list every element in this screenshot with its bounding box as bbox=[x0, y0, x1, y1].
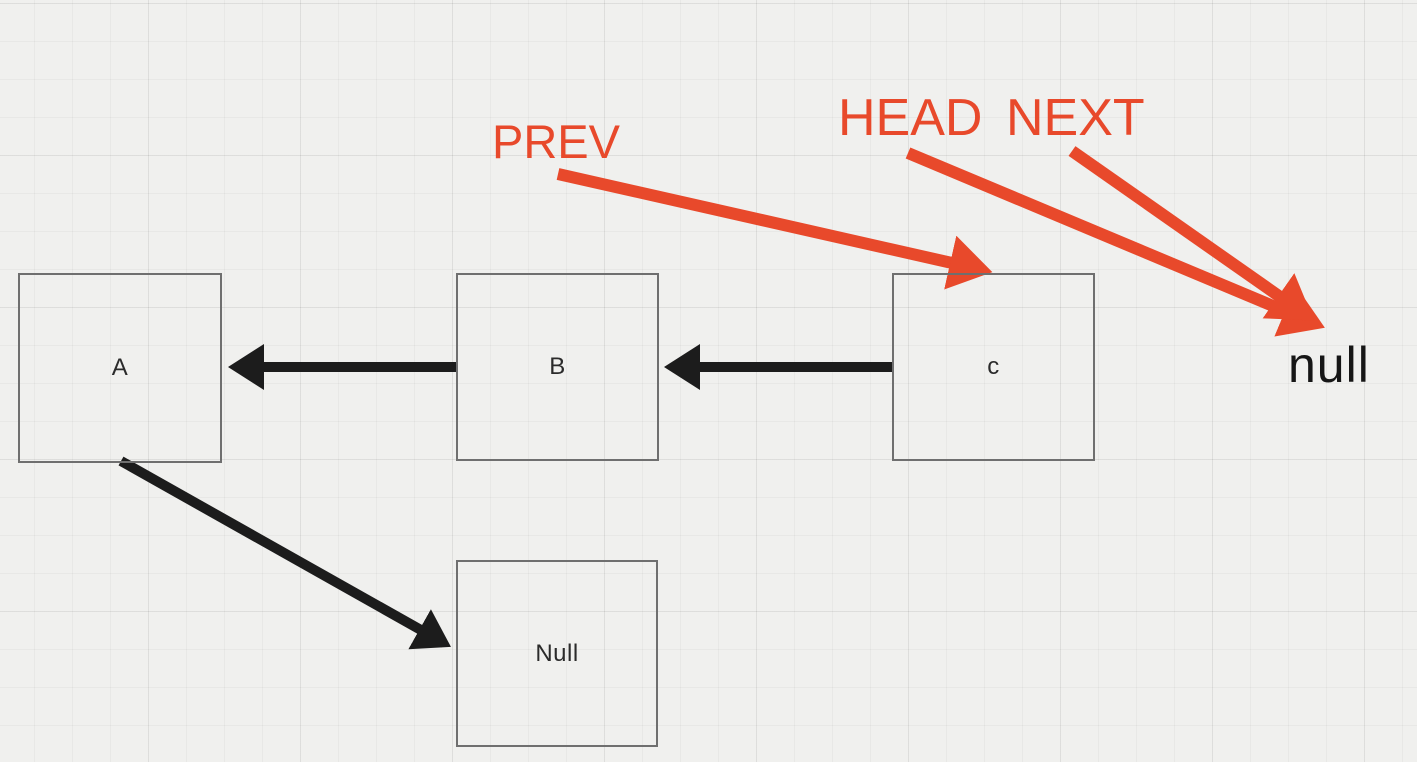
head-pointer-label: HEAD bbox=[838, 89, 983, 147]
null-text: null bbox=[1288, 337, 1370, 393]
node-null: Null bbox=[456, 560, 658, 747]
prev-pointer-label: PREV bbox=[492, 115, 620, 168]
node-b-label: B bbox=[549, 353, 566, 380]
node-a: A bbox=[18, 273, 222, 463]
next-pointer-arrow bbox=[1068, 146, 1314, 321]
node-b: B bbox=[456, 273, 659, 461]
link-arrow-a-to-null bbox=[118, 456, 451, 650]
node-null-label: Null bbox=[535, 639, 579, 667]
prev-pointer-arrow bbox=[556, 168, 993, 290]
node-c: c bbox=[892, 273, 1095, 461]
node-c-label: c bbox=[987, 353, 1000, 380]
node-a-label: A bbox=[111, 354, 129, 381]
next-pointer-label: NEXT bbox=[1006, 89, 1145, 147]
